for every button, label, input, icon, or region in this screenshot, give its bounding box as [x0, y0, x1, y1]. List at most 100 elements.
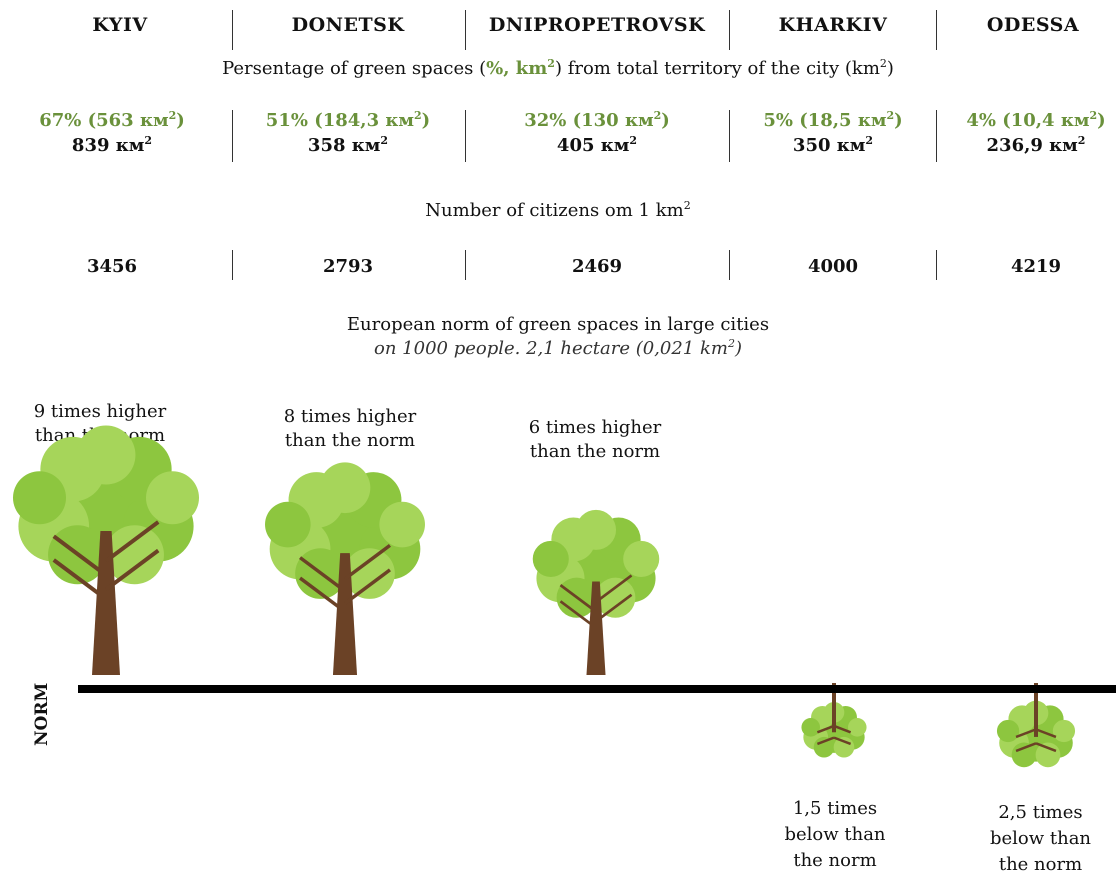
citizens-heading: Number of citizens om 1 km2: [0, 200, 1116, 221]
foliage-blob: [359, 518, 421, 580]
superscript: 2: [727, 337, 735, 350]
green-percentage-value: 32% (130 км2): [524, 109, 670, 131]
foliage-blob: [801, 718, 821, 737]
norm-label: NORM: [32, 682, 52, 746]
divider: [232, 250, 233, 280]
norm-detail: on 1000 people. 2,1 hectare (0,021 km2): [0, 338, 1116, 359]
tree-branch: [833, 724, 852, 734]
foliage-blob: [295, 548, 346, 599]
tree-branch: [559, 584, 597, 613]
tree-trunk: [1034, 683, 1038, 737]
foliage-blob: [834, 705, 857, 729]
superscript: 2: [1077, 134, 1086, 147]
city-area-value: 405 км2: [556, 134, 638, 156]
norm-title: European norm of green spaces in large c…: [346, 314, 770, 335]
foliage-blob: [607, 554, 656, 603]
superscript: 2: [683, 199, 691, 212]
tree-branch: [595, 593, 633, 623]
foliage-blob: [47, 453, 165, 571]
tree-canopy: [265, 462, 425, 599]
foliage-blob: [1052, 719, 1076, 743]
tree-branch: [1035, 728, 1057, 739]
percentage-heading-text: ) from total territory of the city (km: [554, 58, 880, 79]
foliage-blob: [551, 517, 596, 562]
foliage-blob: [288, 472, 345, 528]
citizens-value: 4219: [1010, 256, 1062, 277]
foliage-blob: [1011, 712, 1061, 762]
superscript: 2: [865, 134, 874, 147]
divider: [232, 110, 233, 162]
green-percentage-value: 5% (18,5 км2): [763, 109, 903, 131]
foliage-blob: [269, 518, 331, 580]
superscript: 2: [380, 134, 389, 147]
divider: [465, 110, 466, 162]
superscript: 2: [1089, 109, 1098, 122]
foliage-blob: [556, 577, 597, 618]
foliage-blob: [803, 724, 829, 750]
foliage-blob: [623, 540, 660, 577]
foliage-blob: [1036, 705, 1064, 733]
superscript: 2: [414, 109, 422, 122]
tree-canopy: [12, 425, 200, 585]
tree-branch: [299, 576, 347, 613]
foliage-blob: [839, 724, 865, 750]
green-percentage-value: 4% (10,4 км2): [966, 109, 1106, 131]
note-line: the norm: [998, 854, 1083, 875]
foliage-blob: [122, 490, 194, 562]
tree-trunk: [332, 553, 358, 675]
foliage-blob: [48, 525, 107, 585]
citizens-value: 2469: [571, 256, 623, 277]
foliage-blob: [1043, 728, 1073, 758]
percentage-heading: Persentage of green spaces (%, km2) from…: [0, 58, 1116, 79]
superscript: 2: [168, 109, 177, 122]
foliage-blob: [811, 705, 834, 729]
city-name-donetsk: DONETSK: [291, 14, 405, 36]
note-line: 6 times higher: [528, 417, 662, 438]
foliage-blob: [1035, 742, 1061, 768]
foliage-blob: [294, 486, 396, 588]
superscript: 2: [629, 134, 638, 147]
city-name-dnipropetrovsk: DNIPROPETROVSK: [488, 14, 706, 36]
note-line: 2,5 times: [998, 802, 1083, 823]
foliage-blob: [555, 528, 637, 609]
divider: [936, 110, 937, 162]
tree-trunk: [92, 531, 120, 675]
tree-kharkiv: [801, 683, 867, 758]
tree-branch: [52, 558, 108, 601]
tree-branch: [595, 574, 633, 604]
divider: [729, 110, 730, 162]
foliage-blob: [813, 736, 835, 758]
tree-branch: [1035, 742, 1057, 753]
note-line: 8 times higher: [283, 406, 417, 427]
city-name-kharkiv: KHARKIV: [778, 14, 888, 36]
tree-donetsk: [265, 462, 425, 675]
foliage-blob: [12, 471, 67, 525]
note-line: than the norm: [529, 441, 661, 462]
tree-branch: [559, 600, 597, 629]
foliage-blob: [265, 501, 311, 548]
citizens-value: 2793: [322, 256, 374, 277]
divider: [936, 250, 937, 280]
tree-branch: [343, 568, 391, 605]
foliage-blob: [833, 736, 855, 758]
foliage-blob: [532, 540, 569, 577]
superscript: 2: [886, 109, 895, 122]
divider: [936, 10, 937, 50]
tree-branch: [816, 736, 835, 746]
foliage-blob: [999, 728, 1029, 758]
note-line: 1,5 times: [792, 798, 878, 819]
tree-trunk: [586, 581, 606, 675]
divider: [465, 250, 466, 280]
tree-canopy: [996, 700, 1076, 768]
superscript: 2: [879, 57, 887, 70]
note-line: below than: [989, 828, 1092, 849]
superscript: 2: [547, 57, 555, 70]
superscript: 2: [653, 109, 662, 122]
foliage-blob: [379, 501, 425, 548]
tree-canopy: [801, 702, 867, 758]
